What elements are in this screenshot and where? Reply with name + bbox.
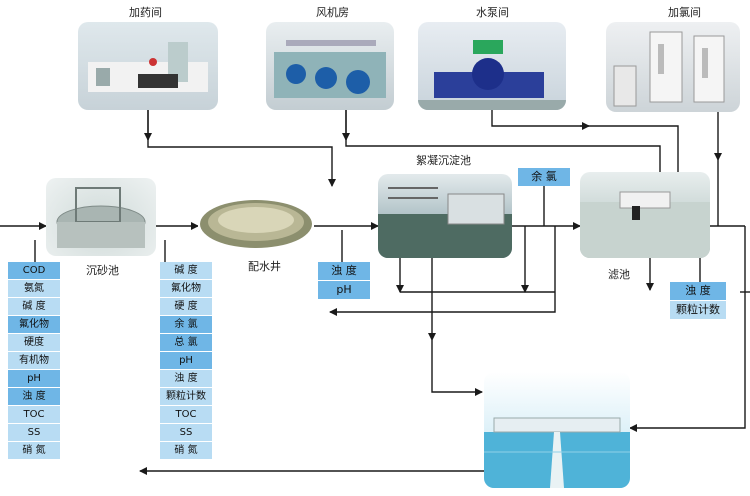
param-cell: 余 氯: [160, 316, 212, 333]
chlorine-equipment-icon: [613, 31, 725, 107]
coag-tank-label: 絮凝沉淀池: [416, 154, 471, 167]
blower-equipment-icon: [274, 40, 386, 98]
coag-tank-icon: [378, 187, 512, 258]
distribution-well-photo: [198, 196, 314, 250]
param-cell: pH: [8, 370, 60, 387]
param-cell: 浊 度: [8, 388, 60, 405]
param-cell: 硬 度: [160, 298, 212, 315]
param-cell: 氟化物: [160, 280, 212, 297]
param-cell: 余 氯: [518, 168, 570, 186]
param-cell: 硬度: [8, 334, 60, 351]
param-cell: 颗粒计数: [670, 301, 726, 319]
clearwell-icon: [484, 417, 630, 488]
coag-tank-photo: [378, 174, 512, 258]
param-cell: 有机物: [8, 352, 60, 369]
dist-out-param-list: 浊 度 pH: [318, 262, 370, 300]
param-cell: 总 氯: [160, 334, 212, 351]
distribution-well-icon: [200, 200, 312, 248]
pump-room-photo: [418, 22, 566, 110]
grit-chamber-label: 沉砂池: [86, 264, 119, 277]
blower-room-label: 风机房: [316, 6, 349, 19]
param-cell: SS: [8, 424, 60, 441]
blower-room-photo: [266, 22, 394, 110]
coag-param-tag: 余 氯: [518, 168, 570, 187]
param-cell: 碱 度: [160, 262, 212, 279]
dosing-room-photo: [78, 22, 218, 110]
dosing-equipment-icon: [88, 42, 208, 92]
pump-room-label: 水泵间: [476, 6, 509, 19]
param-cell: COD: [8, 262, 60, 279]
flow-to-clearwell: [629, 226, 746, 432]
filter-param-list: 浊 度 颗粒计数: [670, 282, 726, 320]
dist-param-list: 碱 度 氟化物 硬 度 余 氯 总 氯 pH 浊 度 颗粒计数 TOC SS 硝…: [160, 262, 212, 460]
param-cell: 浊 度: [160, 370, 212, 387]
filter-photo: [580, 172, 710, 258]
param-cell: pH: [160, 352, 212, 369]
param-cell: SS: [160, 424, 212, 441]
return-line: [329, 226, 556, 316]
param-cell: 碱 度: [8, 298, 60, 315]
param-cell: 浊 度: [670, 282, 726, 300]
param-cell: 浊 度: [318, 262, 370, 280]
filter-icon: [580, 191, 710, 258]
param-cell: TOC: [8, 406, 60, 423]
chlorine-room-photo: [606, 22, 740, 112]
grit-chamber-icon: [56, 187, 146, 248]
pump-equipment-icon: [418, 40, 566, 110]
param-cell: TOC: [160, 406, 212, 423]
param-cell: 颗粒计数: [160, 388, 212, 405]
grit-param-list: COD 氨氮 碱 度 氟化物 硬度 有机物 pH 浊 度 TOC SS 硝 氮: [8, 262, 60, 460]
to-clearwell-left: [431, 340, 483, 396]
param-cell: pH: [318, 281, 370, 299]
param-cell: 硝 氮: [8, 442, 60, 459]
blower-line: [345, 110, 661, 172]
grit-chamber-photo: [46, 178, 156, 256]
distribution-well-label: 配水井: [248, 260, 281, 273]
param-cell: 氨氮: [8, 280, 60, 297]
param-cell: 硝 氮: [160, 442, 212, 459]
dosing-line: [147, 110, 336, 187]
chlorine-room-label: 加氯间: [668, 6, 701, 19]
param-cell: 氟化物: [8, 316, 60, 333]
dosing-room-label: 加药间: [129, 6, 162, 19]
filter-label: 滤池: [608, 268, 630, 281]
clearwell-photo: [484, 372, 630, 488]
